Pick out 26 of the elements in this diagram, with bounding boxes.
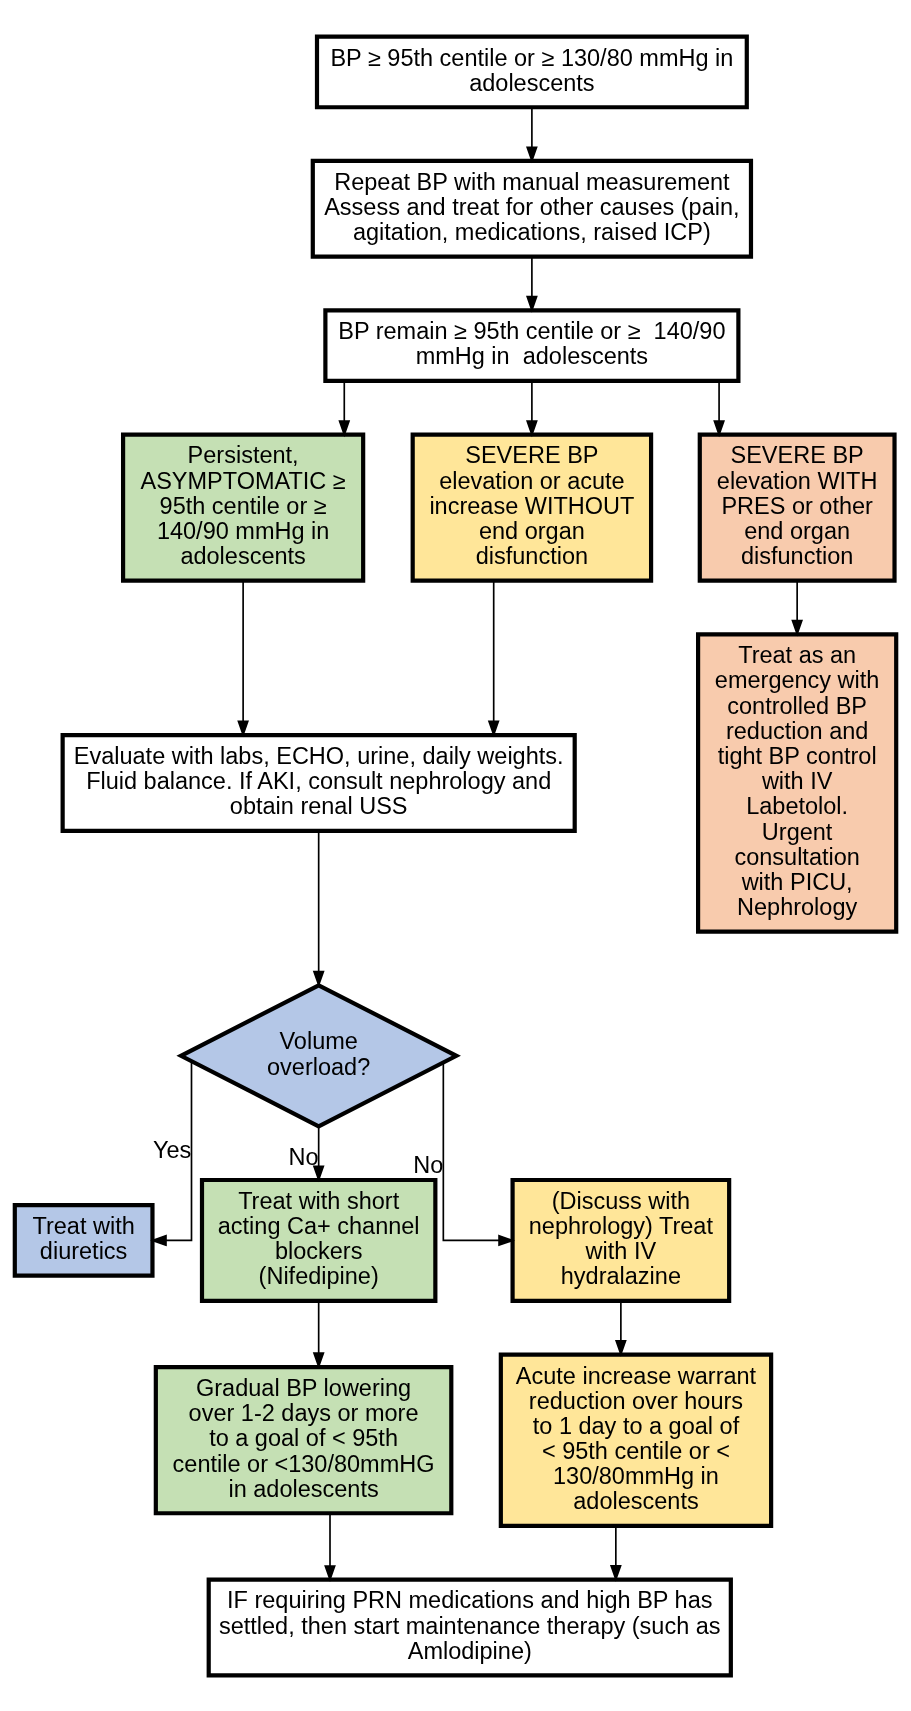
node-box: Treat with short acting Ca+ channel blockers (Nifedipine) (199, 1177, 438, 1303)
arrow (526, 255, 538, 313)
node-box: Repeat BP with manual measurement Assess and treat for other causes (pain, agitation, medications, raised ICP) (310, 158, 754, 259)
node-box: IF requiring PRN medications and high BP has settled, then start maintenance therapy (such as Amlodipine) (206, 1577, 733, 1677)
arrow (791, 579, 804, 636)
node-box: Persistent, ASYMPTOMATIC ≥ 95th centile or ≥ 140/90 mmHg in adolescents (121, 432, 366, 583)
arrow (442, 1061, 516, 1246)
node-box: BP remain ≥ 95th centile or ≥ 140/90 mmHg in adolescents (323, 307, 741, 383)
node-box: Acute increase warrant reduction over hours to 1 day to a goal of < 95th centile or < 130/80mmHg in adolescents (498, 1352, 774, 1528)
node-box: SEVERE BP elevation or acute increase WITHOUT end organ disfunction (410, 432, 654, 583)
node-diamond: Volume overload? (176, 982, 461, 1129)
edge-label: Yes (153, 1136, 192, 1163)
node-box: Treat with diuretics (12, 1202, 155, 1278)
node-box: Treat as an emergency with controlled BP reduction and tight BP control with IV Labetolol. Urgent consultation with PICU, Nephrology (696, 631, 899, 934)
arrow (150, 1060, 193, 1246)
node-box: Evaluate with labs, ECHO, urine, daily weights. Fluid balance. If AKI, consult nephrology and obtain renal USS (60, 732, 577, 833)
edge-label: No (288, 1143, 319, 1170)
node-box: (Discuss with nephrology) Treat with IV hydralazine (510, 1177, 732, 1303)
arrow (526, 380, 538, 437)
arrow (338, 380, 351, 437)
arrow (324, 1512, 336, 1582)
node-box: BP ≥ 95th centile or ≥ 130/80 mmHg in adolescents (314, 34, 749, 109)
arrow (713, 380, 725, 437)
node-box: SEVERE BP elevation WITH PRES or other end organ disfunction (697, 432, 897, 583)
edge-label: No (413, 1151, 444, 1178)
node-box: Gradual BP lowering over 1-2 days or more to a goal of < 95th centile or <130/80mmHG in adolescents (153, 1364, 454, 1515)
